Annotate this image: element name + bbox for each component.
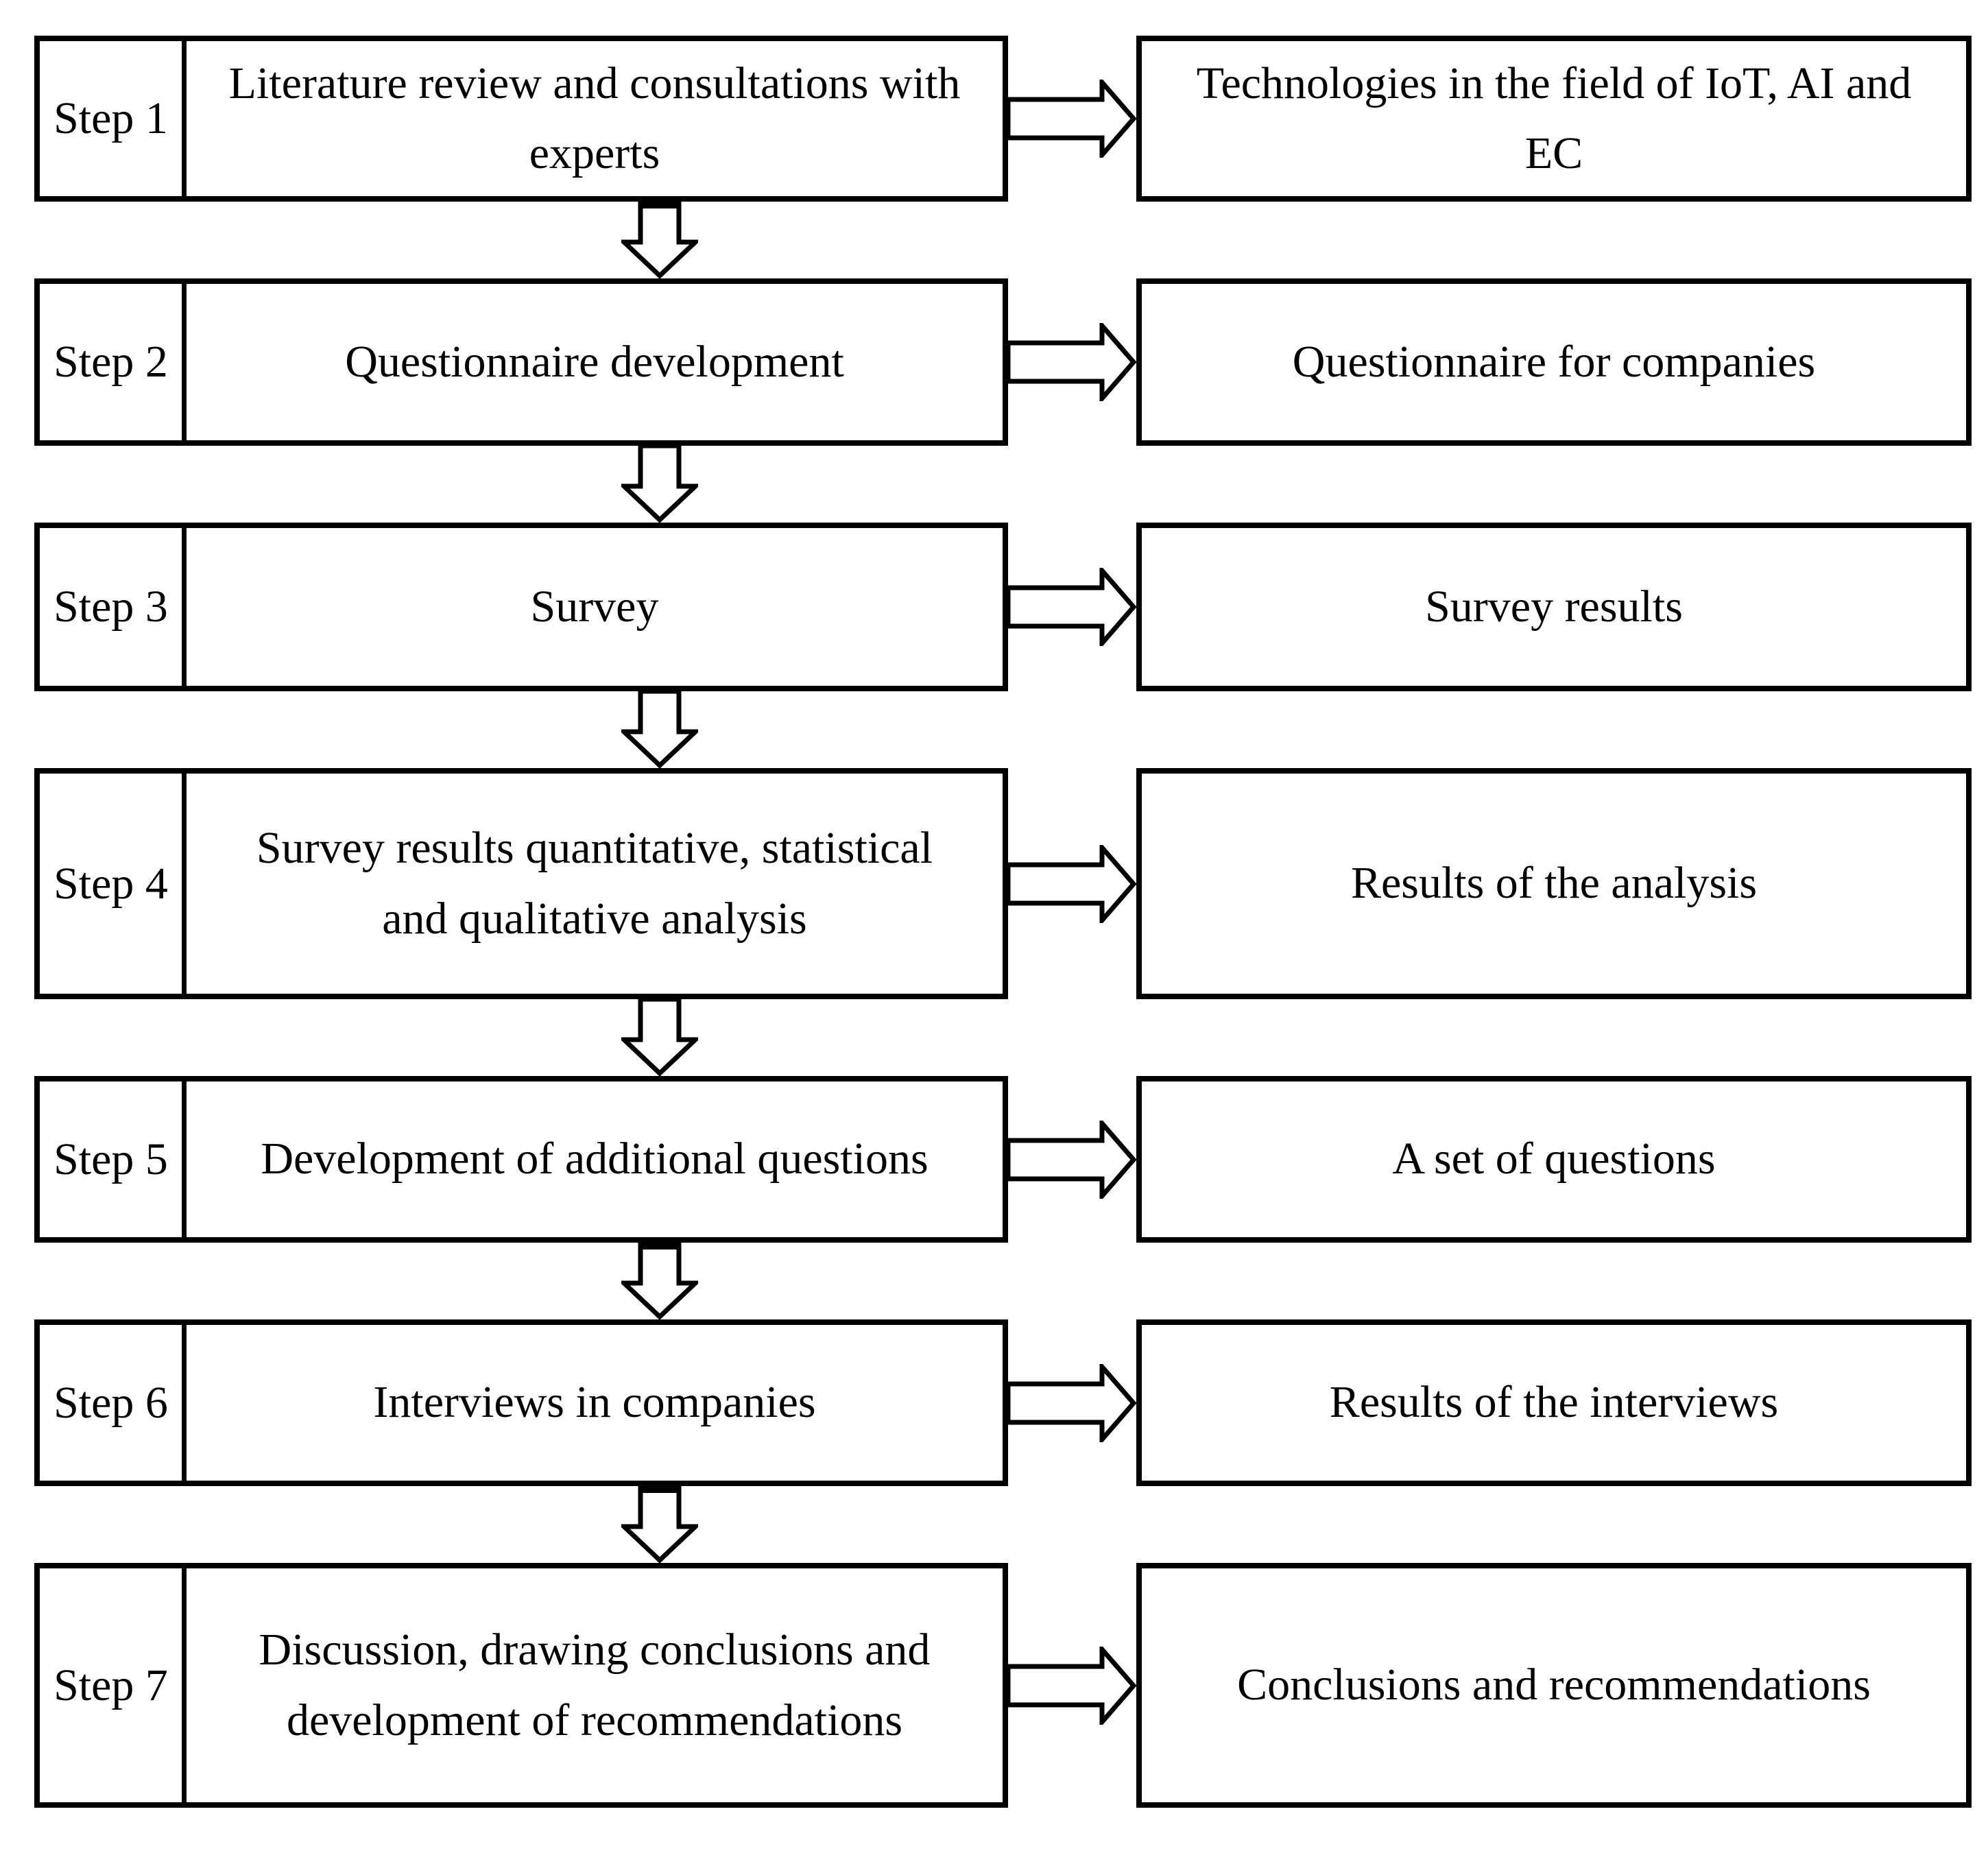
process-box: Step 6 Interviews in companies — [34, 1319, 1008, 1486]
flow-row-step-7: Step 7 Discussion, drawing conclusions a… — [34, 1563, 1972, 1808]
output-box: Technologies in the field of IoT, AI and… — [1136, 36, 1972, 202]
output-box: Results of the analysis — [1136, 768, 1972, 999]
process-box: Step 7 Discussion, drawing conclusions a… — [34, 1563, 1008, 1808]
process-box: Step 4 Survey results quantitative, stat… — [34, 768, 1008, 999]
right-arrow-icon — [1008, 1319, 1136, 1486]
flow-row-step-1: Step 1 Literature review and consultatio… — [34, 36, 1972, 202]
output-box: Conclusions and recommendations — [1136, 1563, 1972, 1808]
right-arrow-icon — [1008, 523, 1136, 691]
step-label: Step 4 — [40, 774, 187, 994]
right-arrow-icon — [1008, 768, 1136, 999]
flow-row-step-2: Step 2 Questionnaire development Questio… — [34, 278, 1972, 446]
down-arrow-icon — [34, 202, 1972, 278]
process-box: Step 1 Literature review and consultatio… — [34, 36, 1008, 202]
process-label: Survey — [530, 581, 659, 632]
down-arrow-icon — [34, 1486, 1972, 1563]
process-label: Development of additional questions — [261, 1134, 929, 1184]
process-box: Step 2 Questionnaire development — [34, 278, 1008, 446]
process-label: Questionnaire development — [345, 336, 844, 387]
output-box: A set of questions — [1136, 1076, 1972, 1243]
right-arrow-icon — [1008, 1563, 1136, 1808]
process-label: Survey results quantitative, statistical… — [256, 823, 933, 944]
down-arrow-icon — [34, 999, 1972, 1076]
process-box: Step 5 Development of additional questio… — [34, 1076, 1008, 1243]
step-label: Step 7 — [40, 1568, 187, 1802]
output-box: Survey results — [1136, 523, 1972, 691]
output-box: Results of the interviews — [1136, 1319, 1972, 1486]
right-arrow-icon — [1008, 36, 1136, 202]
process-label: Interviews in companies — [373, 1377, 816, 1428]
down-arrow-icon — [34, 691, 1972, 768]
process-label: Discussion, drawing conclusions and deve… — [259, 1625, 931, 1745]
flow-row-step-3: Step 3 Survey Survey results — [34, 523, 1972, 691]
right-arrow-icon — [1008, 1076, 1136, 1243]
right-arrow-icon — [1008, 278, 1136, 446]
step-label: Step 2 — [40, 284, 187, 440]
down-arrow-icon — [34, 446, 1972, 523]
down-arrow-icon — [34, 1243, 1972, 1319]
process-box: Step 3 Survey — [34, 523, 1008, 691]
process-label: Literature review and consultations with… — [228, 58, 961, 178]
step-label: Step 1 — [40, 41, 187, 196]
step-label: Step 6 — [40, 1325, 187, 1481]
flow-row-step-5: Step 5 Development of additional questio… — [34, 1076, 1972, 1243]
flow-row-step-6: Step 6 Interviews in companies Results o… — [34, 1319, 1972, 1486]
step-label: Step 3 — [40, 528, 187, 686]
output-box: Questionnaire for companies — [1136, 278, 1972, 446]
step-label: Step 5 — [40, 1081, 187, 1237]
flow-row-step-4: Step 4 Survey results quantitative, stat… — [34, 768, 1972, 999]
